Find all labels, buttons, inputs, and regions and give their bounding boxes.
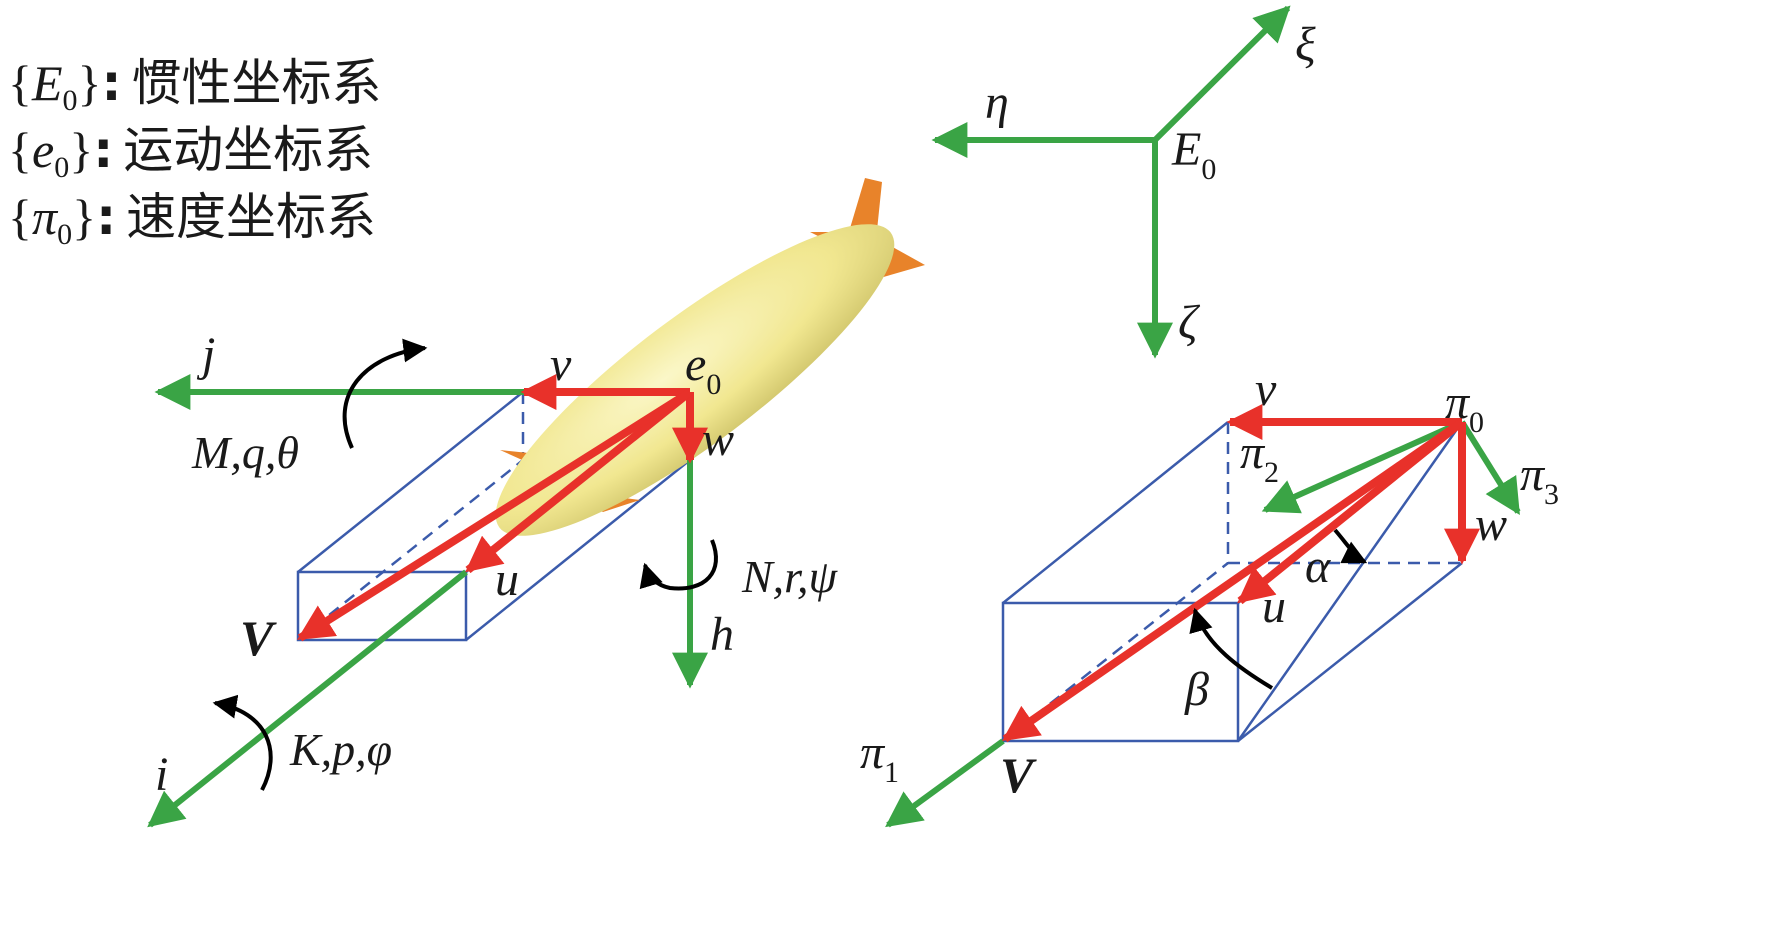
pitch-label: M,q,θ bbox=[191, 427, 299, 478]
legend-row-motion: {e0}:运动坐标系 bbox=[8, 121, 373, 184]
legend-row-inertial: {E0}:惯性坐标系 bbox=[8, 54, 382, 117]
zeta-label: ζ bbox=[1178, 296, 1201, 349]
velocity-box-diagonal-front bbox=[1236, 421, 1464, 742]
legend: {E0}:惯性坐标系 {e0}:运动坐标系 {π0}:速度坐标系 bbox=[8, 54, 382, 251]
roll-moment-arrow bbox=[212, 694, 273, 791]
pi-w-label: w bbox=[1475, 498, 1507, 551]
airship-hull bbox=[495, 224, 895, 536]
body-frame-velocity bbox=[296, 374, 708, 642]
pitch-moment-arrow bbox=[342, 338, 428, 449]
airship bbox=[495, 178, 925, 536]
body-origin-label: e0 bbox=[685, 338, 721, 401]
beta-arc bbox=[1189, 607, 1274, 690]
body-V-label: V bbox=[240, 610, 277, 666]
pi1-axis bbox=[885, 738, 1005, 828]
body-v-label: v bbox=[550, 338, 572, 391]
alpha-arc bbox=[1333, 528, 1368, 564]
xi-axis bbox=[1152, 5, 1291, 143]
velocity-frame-angles bbox=[1189, 528, 1368, 690]
velocity-frame-vectors bbox=[1002, 404, 1480, 743]
roll-label: K,p,φ bbox=[289, 724, 392, 775]
body-frame-moments bbox=[212, 338, 718, 791]
eta-label: η bbox=[985, 76, 1009, 129]
pi0-label: π0 bbox=[1445, 376, 1484, 439]
i-axis bbox=[147, 569, 468, 828]
pi-u-label: u bbox=[1262, 580, 1286, 633]
pi1-label: π1 bbox=[860, 726, 899, 789]
inertial-origin-label: E0 bbox=[1171, 123, 1216, 186]
inertial-frame bbox=[931, 5, 1291, 359]
u-component-arrow bbox=[465, 388, 693, 574]
body-w-label: w bbox=[702, 413, 734, 466]
pi2-label: π2 bbox=[1240, 426, 1279, 489]
yaw-label: N,r,ψ bbox=[741, 551, 838, 602]
velocity-frame-axes bbox=[885, 419, 1521, 828]
i-label: i bbox=[155, 748, 168, 801]
pi-v-label: v bbox=[1255, 363, 1277, 416]
pi3-axis bbox=[1459, 420, 1521, 516]
xi-label: ξ bbox=[1295, 18, 1316, 71]
pi-V-arrow bbox=[1002, 418, 1465, 743]
pi2-axis bbox=[1261, 419, 1464, 514]
yaw-moment-arrow bbox=[639, 539, 718, 591]
alpha-label: α bbox=[1305, 540, 1331, 593]
velocity-box-front bbox=[1001, 601, 1240, 743]
h-label: h bbox=[710, 608, 734, 661]
velocity-V-arrow bbox=[296, 388, 693, 642]
j-label: j bbox=[196, 328, 215, 381]
velocity-frame-box bbox=[1001, 421, 1464, 743]
pi3-label: π3 bbox=[1520, 448, 1559, 511]
pi-V-label: V bbox=[1000, 747, 1037, 803]
legend-row-velocity: {π0}:速度坐标系 bbox=[8, 188, 376, 251]
body-u-label: u bbox=[495, 553, 519, 606]
beta-label: β bbox=[1184, 663, 1209, 716]
